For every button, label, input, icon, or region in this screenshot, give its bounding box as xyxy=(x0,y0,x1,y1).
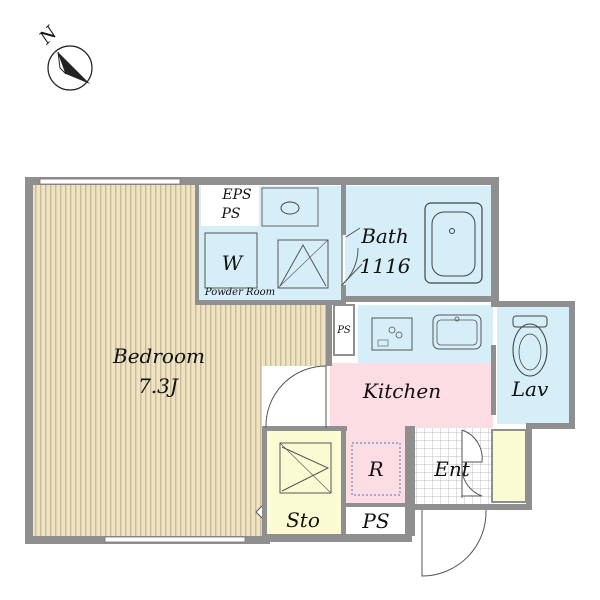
kitchen-floor xyxy=(330,363,493,428)
bedroom-size: 7.3J xyxy=(138,374,179,398)
refrigerator-label: R xyxy=(367,457,383,481)
storage-label: Sto xyxy=(286,508,320,532)
compass: N xyxy=(35,21,93,91)
stove-icon xyxy=(371,317,413,351)
washbasin-icon xyxy=(280,201,300,215)
sink-icon xyxy=(432,314,482,350)
ps-bottom-closet xyxy=(345,506,408,534)
storage-shelf xyxy=(279,442,332,494)
compass-arrow-icon xyxy=(58,52,90,84)
bath-size: 1116 xyxy=(360,254,411,278)
entrance-label: Ent xyxy=(433,457,470,481)
bedroom-door-icon xyxy=(265,365,327,429)
kitchen-counter xyxy=(358,305,493,363)
kitchen-label: Kitchen xyxy=(362,379,441,403)
toilet-bowl-icon xyxy=(512,323,548,377)
ps-small-label: PS xyxy=(336,325,351,336)
eps-label: EPS xyxy=(221,187,251,203)
laundry-shelf xyxy=(277,239,329,289)
bedroom-floor xyxy=(33,185,330,536)
bedroom-bottom-window xyxy=(104,536,246,543)
eps-ps-label: PS xyxy=(220,206,240,222)
eps-closet xyxy=(201,186,259,226)
entrance-inner-door-icon xyxy=(461,429,483,463)
north-label: N xyxy=(35,21,63,49)
entrance-door-icon xyxy=(421,509,487,577)
bedroom-label: Bedroom xyxy=(112,344,205,368)
powder-room-label: Powder Room xyxy=(204,287,275,298)
lavatory-floor xyxy=(497,306,569,424)
bathtub-icon xyxy=(424,202,483,284)
refrigerator-area xyxy=(345,428,408,504)
bedroom-top-window xyxy=(39,178,181,185)
bath-label: Bath xyxy=(360,224,409,248)
washer-label: W xyxy=(222,251,244,275)
storage-floor xyxy=(266,430,343,534)
ps-bottom-label: PS xyxy=(361,509,389,533)
toilet-tank-icon xyxy=(512,315,548,328)
washer-pan xyxy=(204,232,258,289)
refrigerator-space xyxy=(351,442,401,496)
lavatory-label: Lav xyxy=(511,377,549,401)
washbasin-counter xyxy=(261,187,319,227)
entrance-floor xyxy=(415,428,493,504)
bath-floor xyxy=(345,186,491,296)
shoe-cabinet xyxy=(491,429,527,503)
